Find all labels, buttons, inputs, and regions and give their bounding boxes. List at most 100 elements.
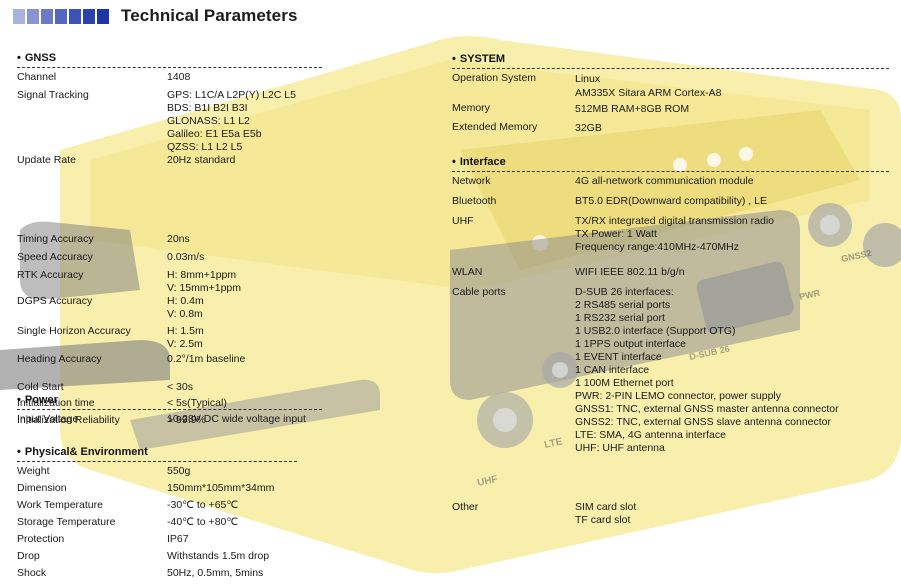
spec-row: Channel 1408 xyxy=(17,71,322,89)
spec-value: 32GB xyxy=(575,121,602,135)
spec-value-line: Withstands 1.5m drop xyxy=(167,550,270,562)
spec-value-line: H: 8mm+1ppm xyxy=(167,269,237,281)
spec-value: 0.2°/1m baseline xyxy=(167,353,245,366)
page-title: Technical Parameters xyxy=(121,6,298,25)
spec-label: Bluetooth xyxy=(452,195,497,207)
section-heading-text: GNSS xyxy=(24,52,57,64)
spec-value-line: 1 CAN interface xyxy=(575,364,650,376)
header-square-icon xyxy=(55,8,67,24)
bullet-icon: • xyxy=(17,394,21,406)
spec-value-line: < 5s(Typical) xyxy=(167,397,227,409)
spec-row: Network 4G all-network communication modu… xyxy=(452,175,889,195)
spec-value-line: -30℃ to +65℃ xyxy=(167,499,239,511)
section-heading-text: Physical& Environment xyxy=(24,446,148,458)
spec-value-line: IP67 xyxy=(167,533,189,545)
section-heading-text: Power xyxy=(24,394,58,406)
spec-value: 10-28V DC wide voltage input xyxy=(167,413,306,426)
spec-value: > 99.9% xyxy=(167,414,206,427)
spec-value-line: -40℃ to +80℃ xyxy=(167,516,239,528)
spec-value-line: 1 RS232 serial port xyxy=(575,312,665,324)
spec-label: Memory xyxy=(452,102,490,114)
spec-value-line: 512MB RAM+8GB ROM xyxy=(575,103,690,115)
spec-value-line: < 30s xyxy=(167,381,193,393)
spec-label: Input Voltage xyxy=(17,413,79,425)
mounting-bracket xyxy=(130,379,380,450)
device-label-uhf: UHF xyxy=(476,474,498,489)
spec-value-line: TF card slot xyxy=(575,514,631,526)
spec-row: Initialization time < 5s(Typical) xyxy=(17,397,322,414)
spec-label: Channel xyxy=(17,71,57,83)
spec-label: Protection xyxy=(17,533,65,545)
spec-label: UHF xyxy=(452,215,474,227)
section-heading-text: Interface xyxy=(459,156,506,168)
spec-row: Protection IP67 xyxy=(17,533,297,550)
spec-value: WIFI IEEE 802.11 b/g/n xyxy=(575,266,685,279)
spec-row: Initialization Reliability > 99.9% xyxy=(17,414,322,432)
spec-value-line: TX/RX integrated digital transmission ra… xyxy=(575,215,775,227)
spec-label: Shock xyxy=(17,567,47,579)
header-square-icon xyxy=(83,8,95,24)
spec-value: Withstands 1.5m drop xyxy=(167,550,269,563)
spec-value-line: Frequency range:410MHz-470MHz xyxy=(575,241,739,253)
device-label-lte: LTE xyxy=(543,436,563,451)
spec-label: Initialization Reliability xyxy=(17,414,120,426)
bullet-icon: • xyxy=(17,446,21,458)
spec-value-line: BDS: B1I B2I B3I xyxy=(167,102,248,114)
device-panel xyxy=(460,110,860,270)
spec-value-line: 2 RS485 serial ports xyxy=(575,299,671,311)
spec-value: 20ns xyxy=(167,233,190,246)
spec-label: Speed Accuracy xyxy=(17,251,93,263)
spec-label: Network xyxy=(452,175,491,187)
section-heading: •Interface xyxy=(452,156,889,172)
spec-row: Input Voltage 10-28V DC wide voltage inpu… xyxy=(17,413,322,431)
spec-value-line: 1 EVENT interface xyxy=(575,351,662,363)
header-squares xyxy=(13,8,111,24)
spec-value: 0.03m/s xyxy=(167,251,204,264)
spec-value: 512MB RAM+8GB ROM xyxy=(575,102,689,116)
spec-row: Work Temperature-30℃ to +65℃ xyxy=(17,499,297,516)
spec-value: 150mm*105mm*34mm xyxy=(167,482,274,495)
spec-label: Other xyxy=(452,501,479,513)
section-heading: •Power xyxy=(17,394,322,410)
sma-connector xyxy=(552,362,568,378)
spec-label: Initialization time xyxy=(17,397,95,409)
spec-value-line: H: 0.4m xyxy=(167,295,204,307)
spec-label: Operation System xyxy=(452,72,537,84)
spec-value: 1408 xyxy=(167,71,190,84)
spec-value-line: 550g xyxy=(167,465,191,477)
spec-row: Cold Start< 30s xyxy=(17,381,322,397)
spec-row: Bluetooth BT5.0 EDR(Downward compatibilit… xyxy=(452,195,889,215)
spec-value-line: 4G all-network communication module xyxy=(575,175,754,187)
spec-value-line: 1408 xyxy=(167,71,191,83)
spec-value-line: BT5.0 EDR(Downward compatibility) , LE xyxy=(575,195,767,207)
spec-label: Dimension xyxy=(17,482,67,494)
spec-value-line: V: 2.5m xyxy=(167,338,203,350)
spec-label: DGPS Accuracy xyxy=(17,295,93,307)
spec-value-line: 32GB xyxy=(575,122,602,134)
spec-value-line: Linux xyxy=(575,73,601,85)
spec-label: Single Horizon Accuracy xyxy=(17,325,131,337)
spec-row: Storage Temperature-40℃ to +80℃ xyxy=(17,516,297,533)
section-heading: •SYSTEM xyxy=(452,53,889,69)
header-square-icon xyxy=(27,8,39,24)
section-heading: •GNSS xyxy=(17,52,322,68)
header-square-icon xyxy=(97,8,109,24)
spec-row: Dimension 150mm*105mm*34mm xyxy=(17,482,297,499)
page-header: Technical Parameters xyxy=(13,6,298,26)
spec-value-line: QZSS: L1 L2 L5 xyxy=(167,141,243,153)
spec-value-line: 1 1PPS output interface xyxy=(575,338,686,350)
spec-value: TX/RX integrated digital transmission ra… xyxy=(575,215,774,254)
spec-value-line: PWR: 2-PIN LEMO connector, power supply xyxy=(575,390,781,402)
